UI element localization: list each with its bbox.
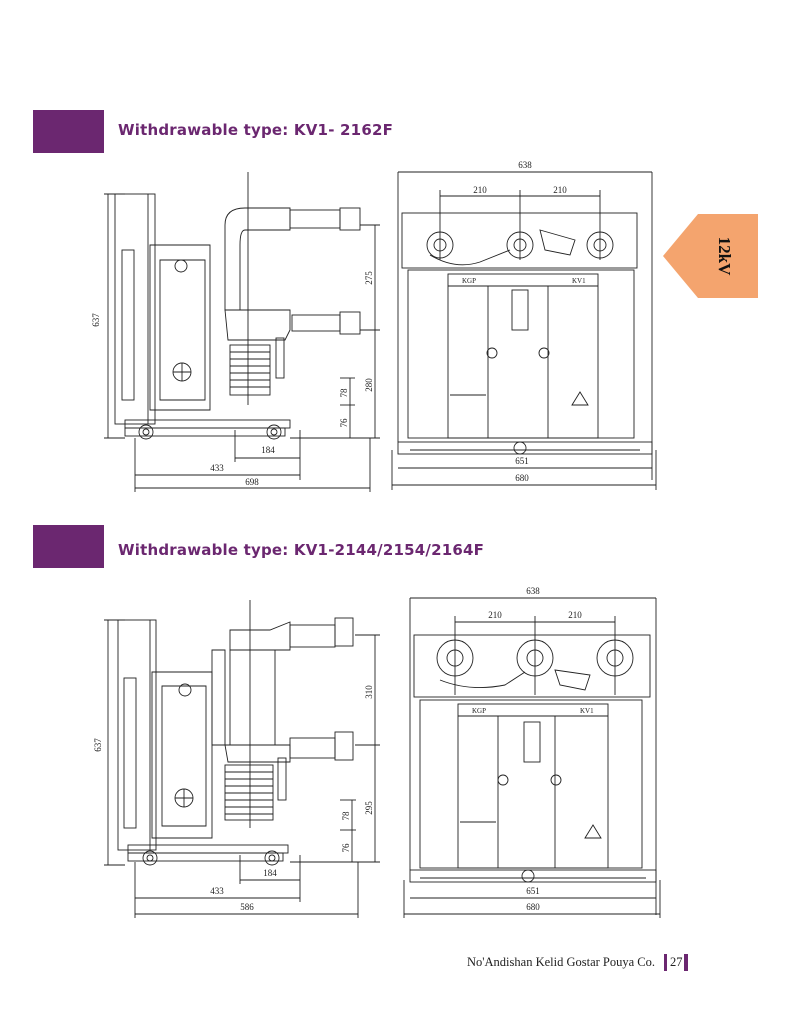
voltage-tab-label: 12kV (715, 237, 734, 276)
section-1-bar (33, 110, 104, 153)
section-2-bar (33, 525, 104, 568)
front-2-dim-210-right: 210 (568, 610, 582, 620)
front-2-dim-210-left: 210 (488, 610, 502, 620)
front-1-dim-210-right: 210 (553, 185, 567, 195)
side-2-dim-total: 586 (240, 902, 254, 912)
side-2-dim-top: 310 (364, 685, 374, 699)
front-2-dim-651: 651 (526, 886, 540, 896)
front-2-plate-kgp: KGP (472, 707, 486, 715)
side-1-dim-184: 184 (261, 445, 275, 455)
side-1-dim-mid: 280 (364, 378, 374, 392)
side-1-dim-top: 275 (364, 271, 374, 285)
side-2-dim-184: 184 (263, 868, 277, 878)
side-2-dim-637: 637 (93, 738, 103, 752)
footer-company: No'Andishan Kelid Gostar Pouya Co. (467, 955, 656, 969)
section-2-svg: 637 310 295 78 76 184 433 586 638 210 21… (93, 586, 661, 918)
side-1-dim-78: 78 (339, 388, 349, 398)
side-1-dim-637: 637 (91, 313, 101, 327)
front-1-dim-210-left: 210 (473, 185, 487, 195)
front-1-plate-kgp: KGP (462, 277, 476, 285)
voltage-tab: 12kV (663, 214, 758, 303)
section-2-drawing: 637 310 295 78 76 184 433 586 638 210 21… (0, 580, 791, 930)
front-2-dim-680: 680 (526, 902, 540, 912)
page-accent-right (684, 954, 688, 971)
front-1-dim-651: 651 (515, 456, 529, 466)
section-2-title: Withdrawable type: KV1-2144/2154/2164F (118, 541, 485, 559)
section-1-svg: 637 275 280 78 76 184 433 698 638 210 21… (91, 160, 657, 492)
side-2-dim-mid: 295 (364, 801, 374, 815)
section-1-title: Withdrawable type: KV1- 2162F (118, 121, 394, 139)
side-2-dim-433: 433 (210, 886, 224, 896)
front-2-dim-638: 638 (526, 586, 540, 596)
front-1-plate-kv1: KV1 (572, 277, 586, 285)
page-number: 27 (670, 955, 683, 969)
side-1-dim-total: 698 (245, 477, 259, 487)
front-1-dim-638: 638 (518, 160, 532, 170)
side-2-dim-76: 76 (341, 843, 351, 853)
front-2-plate-kv1: KV1 (580, 707, 594, 715)
front-1-dim-680: 680 (515, 473, 529, 483)
page-accent-left (664, 954, 667, 971)
side-2-dim-78: 78 (341, 811, 351, 821)
side-1-dim-433: 433 (210, 463, 224, 473)
side-1-dim-76: 76 (339, 418, 349, 428)
section-1-drawing: 637 275 280 78 76 184 433 698 638 210 21… (0, 150, 791, 500)
